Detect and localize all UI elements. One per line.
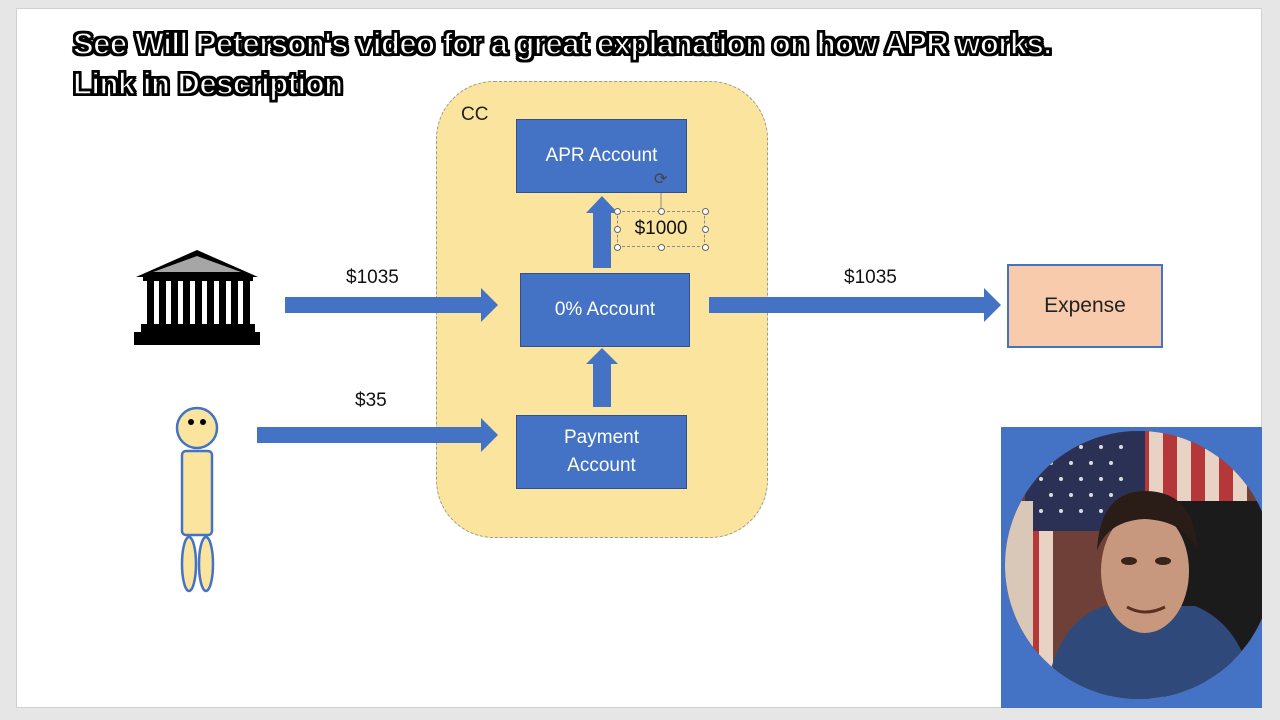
webcam-overlay bbox=[1001, 427, 1262, 708]
caption-line-1: See Will Peterson's video for a great ex… bbox=[72, 25, 1053, 62]
apr-account-label: APR Account bbox=[545, 145, 658, 166]
selected-amount-textbox[interactable]: $1000 bbox=[617, 211, 705, 247]
resize-handle-tr[interactable] bbox=[702, 208, 709, 215]
amount-expense-out: $1035 bbox=[844, 267, 897, 288]
arrow-zero-to-apr[interactable] bbox=[586, 196, 618, 268]
zero-percent-account-box[interactable]: 0% Account bbox=[520, 273, 690, 347]
payment-account-label: Payment Account bbox=[564, 427, 639, 476]
amount-bank-in: $1035 bbox=[346, 267, 399, 288]
resize-handle-r[interactable] bbox=[702, 226, 709, 233]
expense-label: Expense bbox=[1044, 294, 1126, 317]
expense-box[interactable]: Expense bbox=[1007, 264, 1163, 348]
cc-group-label: CC bbox=[461, 104, 489, 125]
arrow-person-to-payment[interactable] bbox=[257, 418, 498, 452]
resize-handle-tl[interactable] bbox=[614, 208, 621, 215]
zero-percent-account-label: 0% Account bbox=[554, 299, 656, 320]
webcam-video-circle bbox=[1005, 431, 1262, 699]
arrow-zero-to-expense[interactable] bbox=[709, 288, 1001, 322]
resize-handle-l[interactable] bbox=[614, 226, 621, 233]
selected-amount-text: $1000 bbox=[634, 218, 688, 239]
amount-person-in: $35 bbox=[355, 390, 387, 411]
apr-account-box[interactable]: APR Account bbox=[516, 119, 687, 193]
payment-account-box[interactable]: Payment Account bbox=[516, 415, 687, 489]
arrow-payment-to-zero[interactable] bbox=[586, 348, 618, 407]
rotate-handle-icon[interactable]: ⟳ bbox=[654, 171, 668, 188]
webcam-video-icon bbox=[1005, 431, 1262, 699]
resize-handle-bl[interactable] bbox=[614, 244, 621, 251]
resize-handle-t[interactable] bbox=[658, 208, 665, 215]
resize-handle-b[interactable] bbox=[658, 244, 665, 251]
caption-line-2: Link in Description bbox=[72, 65, 344, 102]
resize-handle-br[interactable] bbox=[702, 244, 709, 251]
arrow-bank-to-zero[interactable] bbox=[285, 288, 498, 322]
